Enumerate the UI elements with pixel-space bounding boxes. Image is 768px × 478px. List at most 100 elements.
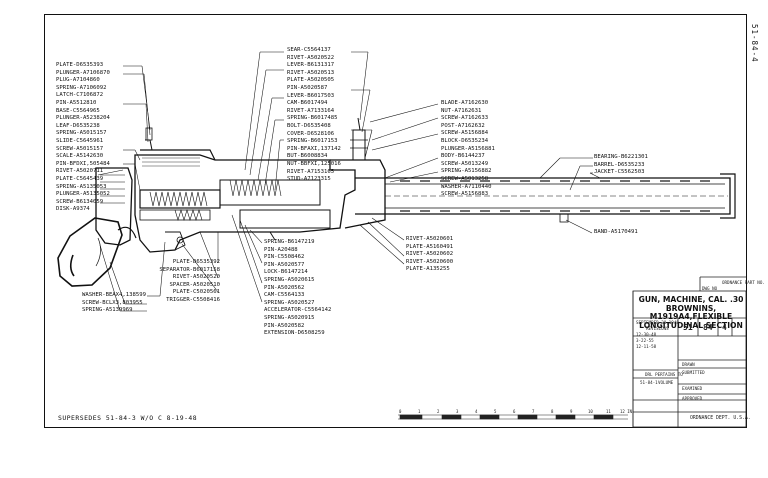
part-label: SPRING-A5020527 [264,299,315,306]
part-label: TRIGGER-C5508416 [166,296,220,303]
part-label: PIN-BFDXI,505484 [56,160,110,167]
dwg-no-label: DWG NO [702,286,718,291]
drl-pertains-label: DRL PERTAINS TO [645,372,683,377]
part-label: SCREW-A5013249 [441,160,489,167]
part-label: NUT-BBFXI,125016 [287,160,341,167]
sheet-num-3: 4 [722,323,727,332]
scale-tick-label: 2 [437,409,440,414]
scale-tick-label: 3 [456,409,459,414]
part-label: PLATE-D6535393 [56,62,104,68]
drl-value: VOLUME [658,380,674,385]
drawing-title: GUN, MACHINE, CAL. .30 BROWNINS, M1919A4… [636,295,746,330]
part-label: RIVET-A5020522 [287,54,335,61]
part-label: PIN-A5512810 [56,99,97,106]
part-label: SPRING-A5139969 [82,307,133,314]
part-label: SPRING-A5020915 [264,314,315,321]
part-label: CAM-B6017494 [287,100,328,107]
part-label: SPRING-A7106092 [56,84,107,91]
scale-tick-label: 9 [570,409,573,414]
part-label: SPRING-A5135053 [56,183,107,190]
part-label: LEVER-B6017503 [287,92,335,99]
part-label: LEAF-D6535238 [56,122,100,129]
part-label: RIVET-A5020600 [406,258,454,265]
title-line: BROWNINS, M1919A4,FLEXIBLE [649,303,733,322]
part-label: ACCELERATOR-C5564142 [264,307,332,314]
approved-label: APPROVED [682,396,703,401]
part-label: SCREW-A5013258 [441,175,489,182]
part-label: COVER-D6528106 [287,130,335,137]
examined-label: EXAMINED [682,386,703,391]
part-label: PIN-A20488 [264,246,298,253]
part-label: RIVET-A7133164 [287,107,335,114]
sheet-num-2: 84 [703,323,713,332]
revision-ref: 12-11-58 [636,344,657,349]
part-label: EXTENSION-D6508259 [264,330,325,337]
scale-tick-label: 5 [494,409,497,414]
label-group-right-top: BLADE-A7162630 NUT-A7162631 SCREW-A71626… [441,100,495,199]
part-label: PLATE-A135255 [406,266,450,273]
label-group-rivets: RIVET-A5020601 PLATE-A5160491 RIVET-A502… [406,236,453,274]
part-label: BARREL-D6535233 [594,161,645,168]
part-label: PLATE-A5020505 [287,77,335,84]
part-label: PIN-A5020587 [287,84,328,91]
part-label: BUT-B6008834 [287,153,328,160]
scale-tick-label: 11 [606,409,611,414]
scale-tick-label: 1 [418,409,421,414]
part-label: PLUNGER-A5238204 [56,115,110,122]
part-label: PLATE-C5645439 [56,175,104,182]
label-group-center-bottom: SPRING-B6147219 PIN-A20488 PIN-C5508462 … [264,239,331,338]
part-label: PLUG-A7104860 [56,77,100,84]
title-line: GUN, MACHINE, CAL. .30 [638,295,744,304]
part-label: WASHER-BEAX4,138599 [82,292,146,298]
label-group-barrel: BEARING-B6221301 BARREL-D6535233 JACKET-… [594,154,648,177]
submitted-label: SUBMITTED [682,370,705,375]
part-label: SCREW-A5156884 [441,130,489,137]
part-label: LATCH-C7106872 [56,92,104,99]
scale-tick-label: 6 [513,409,516,414]
scale-tick-label: 4 [475,409,478,414]
label-group-left-bottom: PLATE-D6535392 SEPARATOR-B6017158 RIVET-… [150,259,220,305]
part-label: CAM-C5564133 [264,292,305,299]
part-label: BASE-C5564965 [56,107,100,114]
scale-tick-label: 0 [399,409,402,414]
revisions-label: REVISIONS [646,326,669,331]
part-label: SEAR-C5564137 [287,47,331,53]
drawing-border [44,14,747,428]
part-label: RIVET-A5020602 [406,251,454,258]
part-label: BLADE-A7162630 [441,100,489,106]
part-label: PLATE-D6535392 [172,259,220,265]
part-label: SPRING-A5156882 [441,168,492,175]
part-label: POST-A7162632 [441,122,485,129]
part-label: PLATE-A5160491 [406,243,454,250]
part-label: SCREW-BCLX3,803955 [82,299,143,306]
part-label: SCREW-A5156883 [441,191,489,198]
part-label: SPACER-A5020510 [169,281,220,288]
part-label: RIVET-A7153165 [287,168,335,175]
part-label: NUT-A7162631 [441,107,482,114]
label-group-left-top: PLATE-D6535393 PLUNGER-A7106870 PLUG-A71… [56,62,110,214]
part-label: JACKET-C5562503 [594,169,645,176]
side-drawing-number: 51-84-4 [750,24,759,63]
part-label: SCREW-B6134059 [56,198,104,205]
drawn-label: DRAWN [682,362,695,367]
supersedes-note: SUPERSEDES 51-84-3 W/O C 8-19-48 [58,414,198,422]
revision-ref: 12-30-48 [636,332,657,337]
part-label: BOLT-D6535408 [287,122,331,129]
label-group-center-top: SEAR-C5564137 RIVET-A5020522 LEVER-B6131… [287,47,341,184]
part-label: BODY-B6144237 [441,153,485,160]
drl-value: 51-84-1 [640,380,658,385]
part-label: PIN-A5020577 [264,261,305,268]
part-label: RIVET-A5020520 [172,274,220,281]
part-label: PLATE-C5020561 [172,289,220,296]
part-label: SPRING-B6147219 [264,239,315,245]
part-label: PLUNGER-A5156881 [441,145,495,152]
part-label: SPRING-B6017485 [287,115,338,122]
ordnance-part-no: ORDNANCE PART NO. [722,280,765,285]
part-label: LEVER-B6131317 [287,62,335,69]
scale-tick-label: 12 IN [620,409,633,414]
part-label: LOCK-B6147214 [264,269,308,276]
part-label: PIN-BFAXI,137142 [287,145,341,152]
label-group-grip: WASHER-BEAX4,138599 SCREW-BCLX3,803955 S… [82,292,146,315]
part-label: DISK-A9374 [56,206,90,213]
